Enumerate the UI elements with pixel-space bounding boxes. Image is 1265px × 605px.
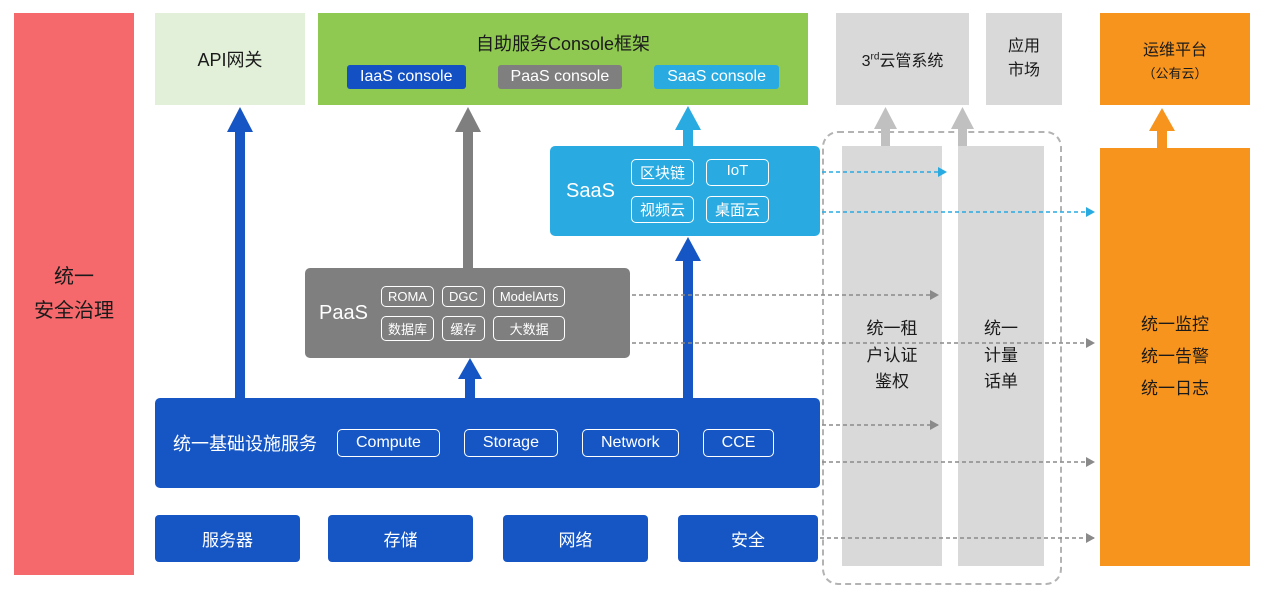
console-buttons-row: IaaS console PaaS console SaaS console	[347, 64, 779, 89]
om-platform-title: 运维平台	[1142, 42, 1207, 59]
arrow-infra-to-api-gateway	[227, 107, 253, 398]
chip-database: 数据库	[380, 315, 434, 341]
paas-layer-box: PaaS ROMA DGC ModelArts 数据库 缓存 大数据	[305, 268, 630, 358]
saas-chips: 区块链 IoT 视频云 桌面云	[630, 159, 769, 223]
paas-label: PaaS	[319, 301, 368, 324]
arrow-infra-to-saas	[675, 237, 701, 398]
chip-video-cloud: 视频云	[630, 196, 694, 223]
arrow-monitor-to-om-platform	[1149, 108, 1175, 148]
api-gateway-box: API网关	[155, 13, 305, 105]
hw-storage-box: 存储	[328, 515, 473, 562]
third-party-cloud-mgmt-label: 3rd云管系统	[861, 51, 944, 70]
console-framework-box: 自助服务Console框架 IaaS console PaaS console …	[318, 13, 808, 105]
arrow-saas-to-console	[675, 106, 701, 146]
chip-blockchain: 区块链	[630, 159, 694, 186]
hw-security-box: 安全	[678, 515, 818, 562]
infrastructure-service-label: 统一基础设施服务	[173, 434, 317, 454]
saas-console-button: SaaS console	[654, 64, 779, 89]
chip-compute: Compute	[337, 429, 440, 457]
saas-label: SaaS	[566, 179, 615, 202]
chip-network: Network	[581, 429, 679, 457]
chip-roma: ROMA	[380, 285, 434, 307]
third-party-cloud-mgmt-box: 3rd云管系统	[836, 13, 969, 105]
security-governance-bar: 统一 安全治理	[14, 13, 134, 575]
monitor-alarm-log-bar: 统一监控 统一告警 统一日志	[1100, 148, 1250, 566]
iaas-console-button: IaaS console	[347, 64, 466, 89]
chip-cache: 缓存	[441, 315, 485, 341]
paas-chips: ROMA DGC ModelArts 数据库 缓存 大数据	[380, 285, 566, 341]
hw-network-box: 网络	[503, 515, 648, 562]
saas-layer-box: SaaS 区块链 IoT 视频云 桌面云	[550, 146, 820, 236]
infrastructure-service-box: 统一基础设施服务 Compute Storage Network CCE	[155, 398, 820, 488]
app-market-box: 应用 市场	[986, 13, 1062, 105]
console-framework-title: 自助服务Console框架	[475, 33, 651, 54]
arrow-paas-to-console	[455, 107, 481, 268]
hw-server-box: 服务器	[155, 515, 300, 562]
chip-desktop-cloud: 桌面云	[705, 196, 769, 223]
om-platform-subtitle: （公有云）	[1142, 66, 1208, 81]
chip-iot: IoT	[705, 159, 769, 186]
om-platform-box: 运维平台 （公有云）	[1100, 13, 1250, 105]
chip-storage: Storage	[463, 429, 558, 457]
chip-modelarts: ModelArts	[492, 285, 566, 307]
tenant-auth-bar: 统一租 户认证 鉴权	[842, 146, 942, 566]
infrastructure-chips: Compute Storage Network CCE	[337, 429, 775, 457]
arrow-infra-to-paas	[458, 358, 482, 398]
chip-cce: CCE	[702, 429, 775, 457]
metering-billing-bar: 统一 计量 话单	[958, 146, 1044, 566]
paas-console-button: PaaS console	[497, 64, 623, 89]
shared-services-dashed-frame	[822, 131, 1062, 585]
chip-dgc: DGC	[441, 285, 485, 307]
chip-bigdata: 大数据	[492, 315, 566, 341]
